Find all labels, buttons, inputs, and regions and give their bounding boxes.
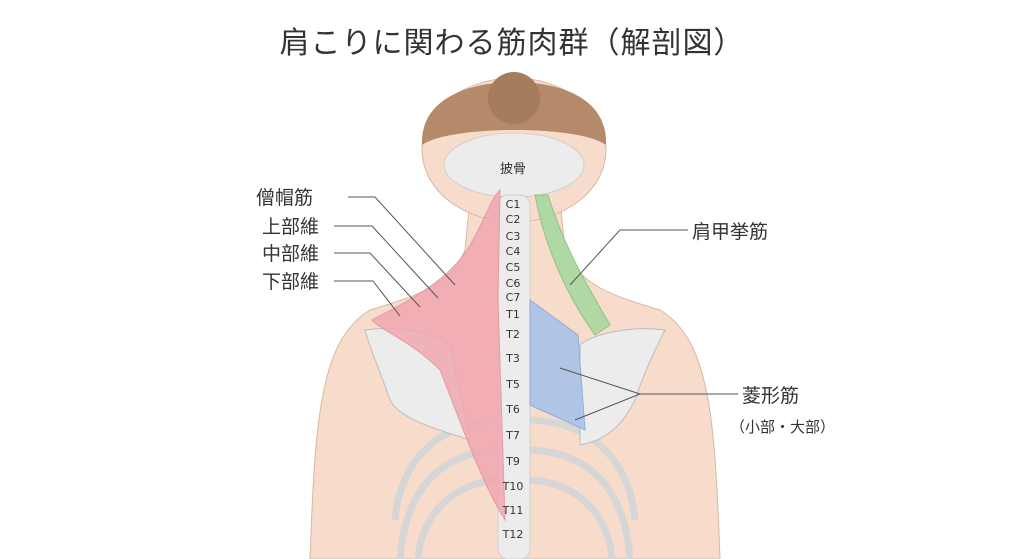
levator-scapulae-label: 肩甲挙筋 bbox=[692, 221, 768, 243]
rhomboid-muscle bbox=[529, 299, 586, 431]
vertebra-label-c6: C6 bbox=[506, 277, 521, 290]
vertebra-label-t9: T9 bbox=[505, 455, 520, 468]
occipital-label: 披骨 bbox=[500, 162, 526, 177]
vertebra-label-t10: T10 bbox=[502, 480, 524, 493]
vertebra-label-c1: C1 bbox=[506, 198, 521, 211]
upper-fibers-label: 上部維 bbox=[262, 216, 319, 238]
hair-bun bbox=[488, 72, 540, 124]
levator-scapulae-muscle bbox=[534, 194, 611, 336]
vertebra-label-t2: T2 bbox=[505, 328, 520, 341]
leader-lines bbox=[334, 196, 738, 421]
trapezius-muscle bbox=[371, 188, 506, 522]
vertebra-label-c7: C7 bbox=[506, 291, 521, 304]
vertebra-label-c3: C3 bbox=[506, 230, 521, 243]
page-title: 肩こりに関わる筋肉群（解剖図） bbox=[279, 26, 745, 61]
vertebra-label-t7: T7 bbox=[505, 429, 520, 442]
vertebra-label-t12: T12 bbox=[502, 528, 524, 541]
vertebra-label-t6: T6 bbox=[505, 403, 520, 416]
vertebra-label-t11: T11 bbox=[502, 504, 524, 517]
vertebra-label-t1: T1 bbox=[505, 308, 520, 321]
vertebra-label-c5: C5 bbox=[506, 261, 521, 274]
vertebra-label-c4: C4 bbox=[506, 245, 521, 258]
right-scapula bbox=[579, 328, 666, 446]
rhomboid-sublabel: （小部・大部） bbox=[730, 418, 835, 436]
middle-fibers-label: 中部維 bbox=[262, 243, 319, 265]
lower-fibers-label: 下部維 bbox=[262, 271, 319, 293]
vertebra-label-t5: T5 bbox=[505, 378, 520, 391]
rhomboid-label: 菱形筋 bbox=[742, 385, 799, 407]
vertebra-label-c2: C2 bbox=[506, 213, 521, 226]
trapezius-label: 僧帽筋 bbox=[256, 187, 313, 209]
vertebra-label-t3: T3 bbox=[505, 352, 520, 365]
